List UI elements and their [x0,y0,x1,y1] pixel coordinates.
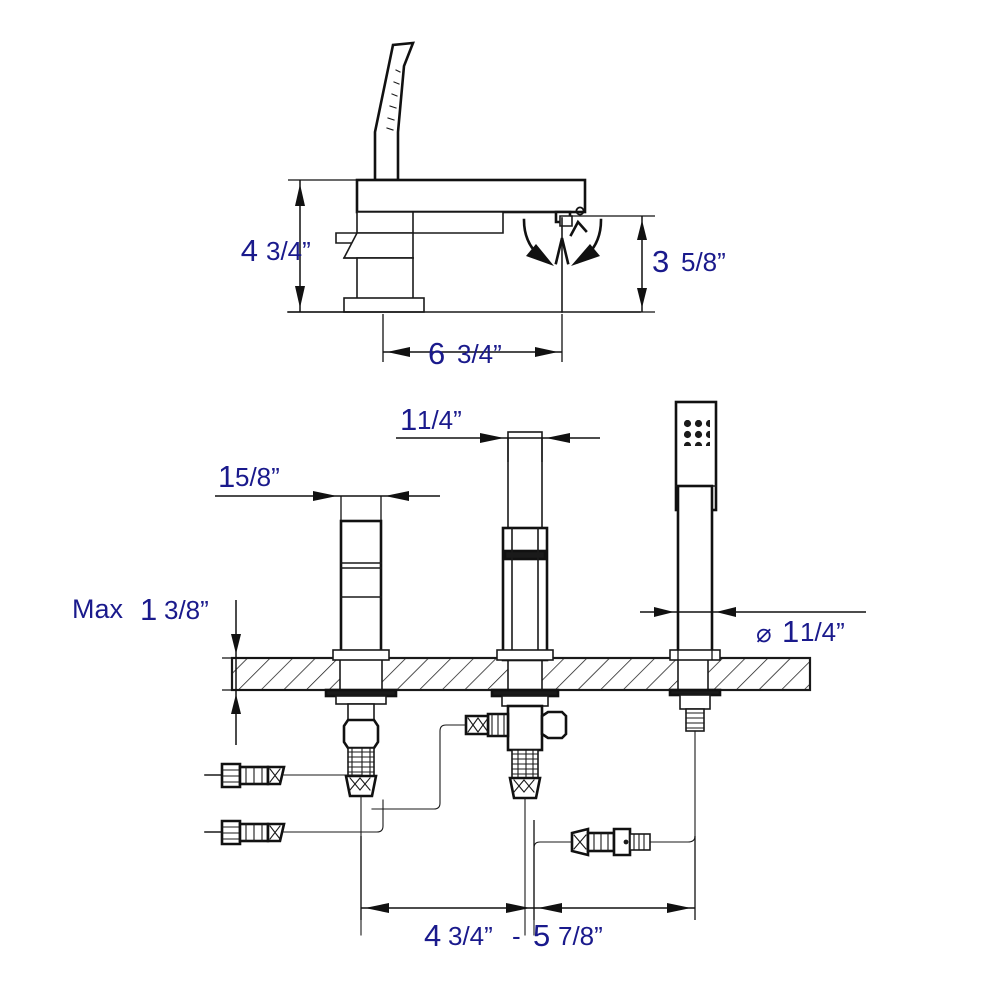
handle-base-diameter-dimension: 1 5/8” [215,459,440,525]
svg-text:1: 1 [400,402,417,437]
handle-threaded-shank [347,747,375,777]
center-spread-dimension: 4 3/4” - 5 7/8” [360,820,696,953]
handle-post-assembly [324,519,398,936]
svg-text:1: 1 [140,592,157,627]
handle-base-dia-whole: 1 [218,459,235,494]
spout-reach-dimension: 6 3/4” [382,314,563,371]
supply-connector-2 [204,799,384,846]
spread-max-whole: 5 [533,918,550,953]
overall-height-fraction: 3/4” [266,236,311,266]
svg-text:1: 1 [782,614,799,649]
sprayer-hose-connector [533,827,651,936]
supply-connector-1 [204,762,362,789]
sprayer-shank-threaded [685,708,705,732]
side-elevation-view: 4 3/4” 3 5/8” [241,41,726,371]
max-deck-thickness-fraction: 3/8” [164,595,209,625]
max-deck-thickness-dimension: Max 1 3/8” [72,592,300,745]
svg-text:1: 1 [218,459,235,494]
handle-lever-arm [335,232,414,259]
svg-text:5: 5 [533,918,550,953]
overall-height-whole: 4 [241,233,258,268]
handheld-sprayer-wand [639,400,722,843]
spout-reach-fraction: 3/4” [457,339,502,369]
swivel-rotation-indicator [522,206,603,313]
spout-base-dia-whole: 1 [400,402,417,437]
spout-reach-whole: 6 [428,336,445,371]
spout-height-dimension: 3 5/8” [570,215,726,313]
svg-text:6: 6 [428,336,445,371]
spout-height-fraction: 5/8” [681,247,726,277]
faucet-column [356,257,414,301]
spout-base-dia-fraction: 1/4” [417,405,462,435]
countertop-deck-section [230,656,812,692]
spout-height-whole: 3 [652,244,669,279]
spread-min-fraction: 3/4” [448,921,493,951]
max-deck-thickness-prefix: Max [72,594,124,624]
svg-text:4: 4 [241,233,258,268]
sprayer-hole-dia-symbol: ⌀ [756,618,772,648]
spout-post-assembly [464,431,568,936]
sprayer-hole-dia-whole: 1 [782,614,799,649]
overall-height-dimension: 4 3/4” [241,179,360,313]
sprayer-face-holes-grid [684,420,710,446]
svg-text:4: 4 [424,918,441,953]
spout-base-diameter-dimension: 1 1/4” [396,402,600,462]
svg-text:3: 3 [652,244,669,279]
spread-max-fraction: 7/8” [558,921,603,951]
max-deck-thickness-whole: 1 [140,592,157,627]
handle-base-dia-fraction: 5/8” [235,462,280,492]
supply-hose-connectors [204,724,467,846]
sprayer-hole-dia-fraction: 1/4” [800,617,845,647]
faucet-spout-body [355,178,587,234]
diverter-valve-assembly [464,704,568,800]
spread-separator: - [512,921,521,951]
faucet-base-escutcheon [343,297,425,313]
faucet-handle-lever [373,41,415,182]
spread-min-whole: 4 [424,918,441,953]
installation-section-view: 1 5/8” 1 1/4” [72,400,866,953]
sprayer-hole-diameter-dimension: ⌀ 1 1/4” [640,600,866,660]
